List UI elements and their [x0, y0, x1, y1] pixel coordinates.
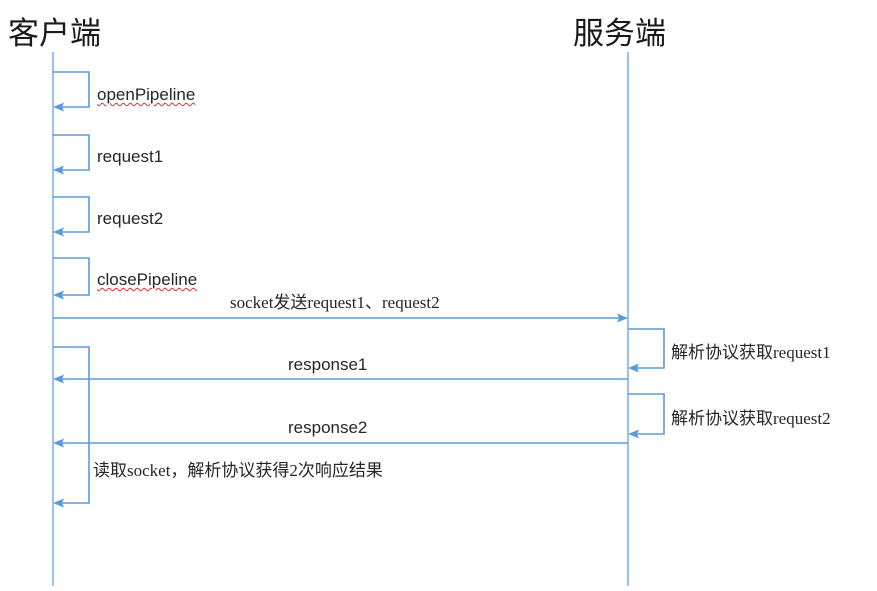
self-message-label-request2: request2 [97, 209, 164, 228]
message-label-response2: response2 [288, 418, 368, 437]
self-message-arrowhead-request2 [53, 227, 64, 237]
message-arrowhead-response1 [53, 374, 64, 384]
self-message-arrowhead-request1 [53, 165, 64, 175]
self-message-label-server-parse-request1: 解析协议获取request1 [671, 343, 831, 362]
self-message-bracket-client-read-socket [53, 346, 90, 504]
self-message-bracket-open-pipeline [53, 71, 90, 108]
self-message-bracket-server-parse-request1 [628, 328, 665, 369]
self-message-client-read-socket [53, 346, 90, 508]
actor-title-server: 服务端 [573, 16, 666, 51]
message-response2 [53, 438, 628, 448]
self-message-arrowhead-server-parse-request1 [628, 363, 639, 373]
message-arrows-group [53, 313, 628, 448]
self-message-bracket-request2 [53, 196, 90, 233]
self-message-bracket-server-parse-request2 [628, 393, 665, 435]
message-socket-send [53, 313, 628, 323]
message-label-response1: response1 [288, 355, 368, 374]
actor-title-client: 客户端 [8, 16, 101, 51]
self-message-arrowhead-open-pipeline [53, 102, 64, 112]
self-message-server-parse-request2 [628, 393, 665, 439]
lifelines-group [51, 52, 630, 586]
self-message-request1 [53, 134, 90, 175]
message-label-socket-send: socket发送request1、request2 [230, 293, 440, 312]
self-message-bracket-request1 [53, 134, 90, 171]
self-message-bracket-close-pipeline [53, 257, 90, 296]
self-message-arrowhead-client-read-socket [53, 498, 64, 508]
activation-boxes-group [53, 71, 665, 508]
message-arrowhead-response2 [53, 438, 64, 448]
self-message-label-server-parse-request2: 解析协议获取request2 [671, 409, 831, 428]
self-message-label-open-pipeline: openPipeline [97, 85, 196, 104]
self-message-label-request1: request1 [97, 147, 164, 166]
self-message-close-pipeline [53, 257, 90, 300]
self-message-request2 [53, 196, 90, 237]
self-message-arrowhead-server-parse-request2 [628, 429, 639, 439]
message-arrowhead-socket-send [617, 313, 628, 323]
self-message-label-client-read-socket: 读取socket，解析协议获得2次响应结果 [93, 461, 383, 480]
self-message-server-parse-request1 [628, 328, 665, 373]
self-message-open-pipeline [53, 71, 90, 112]
self-message-label-close-pipeline: closePipeline [97, 270, 198, 289]
message-response1 [53, 374, 628, 384]
self-message-arrowhead-close-pipeline [53, 290, 64, 300]
